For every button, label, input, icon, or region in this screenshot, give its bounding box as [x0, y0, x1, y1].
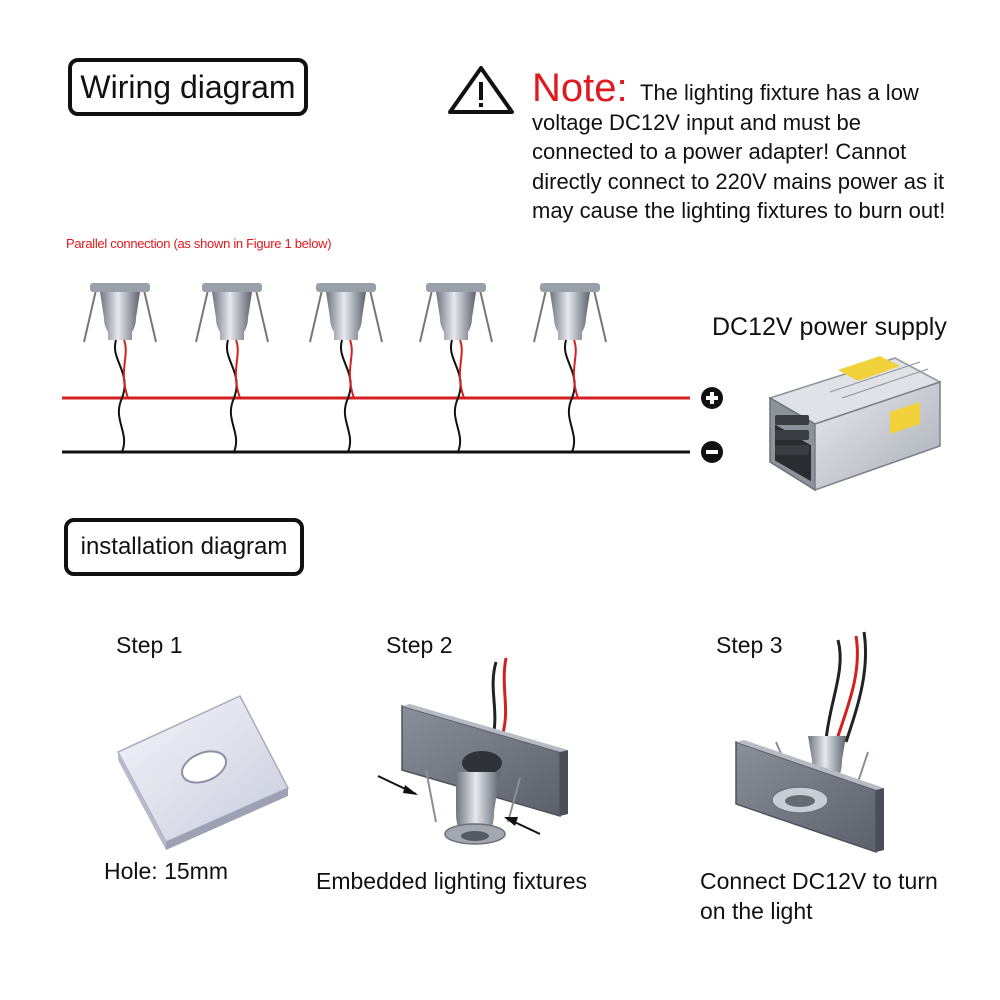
- step2-install-image: [377, 657, 568, 845]
- installation-diagram-title: installation diagram: [64, 518, 304, 576]
- parallel-connection-caption: Parallel connection (as shown in Figure …: [66, 236, 332, 251]
- fixture-1: [83, 283, 157, 453]
- step-3-label: Step 3: [716, 632, 783, 658]
- step1-plate-image: [116, 695, 290, 850]
- fixture-5: [533, 283, 607, 453]
- step3-install-image: [735, 631, 884, 854]
- wiring-diagram-title: Wiring diagram: [68, 58, 308, 116]
- step-2-caption: Embedded lighting fixtures: [316, 868, 588, 894]
- fixture-3: [309, 283, 383, 453]
- note-heading: Note:: [532, 66, 628, 110]
- negative-terminal-icon: [701, 441, 723, 463]
- step-1-caption: Hole: 15mm: [104, 858, 228, 884]
- fixture-4: [419, 283, 493, 453]
- positive-terminal-icon: [701, 387, 723, 409]
- note-body: The lighting fixture has a low voltage D…: [532, 80, 946, 223]
- step-2-label: Step 2: [386, 632, 453, 658]
- step-3-caption: Connect DC12V to turn on the light: [700, 868, 938, 924]
- fixture-2: [195, 283, 269, 453]
- step-1-label: Step 1: [116, 632, 183, 658]
- power-supply-label: DC12V power supply: [712, 313, 947, 341]
- warning-triangle-icon: [448, 66, 514, 114]
- power-supply-image: [768, 356, 942, 492]
